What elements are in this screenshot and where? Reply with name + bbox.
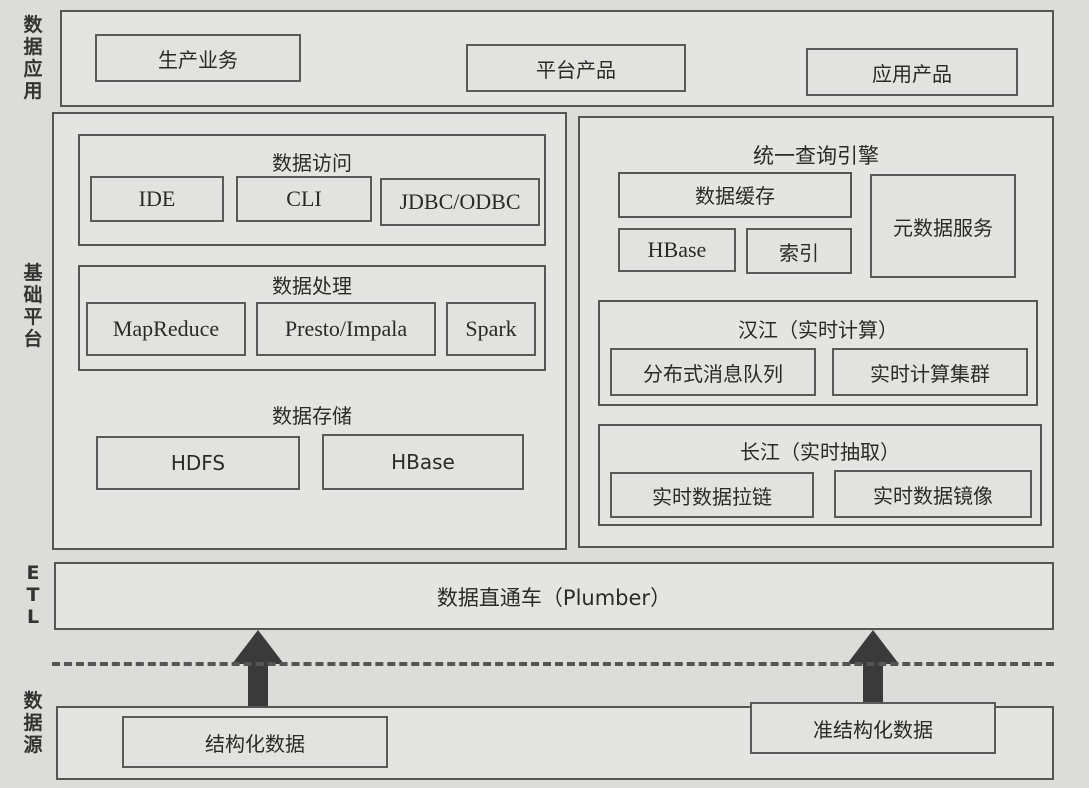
side-label-data-source: 数据源 (23, 690, 43, 756)
storage-hbase-label: HBase (391, 450, 455, 474)
metadata-service: 元数据服务 (870, 174, 1016, 278)
realtime-data-mirror: 实时数据镜像 (834, 470, 1032, 518)
semi-structured-data: 准结构化数据 (750, 702, 996, 754)
data-storage-title: 数据存储 (272, 404, 352, 428)
access-cli-label: CLI (286, 186, 322, 211)
app-platform-products: 平台产品 (466, 44, 686, 92)
data-cache-group (618, 172, 852, 218)
realtime-data-zipper-label: 实时数据拉链 (652, 484, 772, 509)
data-cache-title: 数据缓存 (695, 184, 775, 208)
query-engine-title: 统一查询引擎 (753, 144, 879, 168)
access-ide-label: IDE (138, 186, 176, 211)
access-cli: CLI (236, 176, 372, 222)
structured-data: 结构化数据 (122, 716, 388, 768)
cache-index: 索引 (746, 228, 852, 274)
processing-spark-label: Spark (465, 316, 517, 341)
etl-layer (54, 562, 1054, 630)
hanjiang-title: 汉江（实时计算） (738, 318, 898, 342)
cache-index-label: 索引 (779, 240, 819, 265)
storage-hbase: HBase (322, 434, 524, 490)
processing-presto-impala: Presto/Impala (256, 302, 436, 356)
processing-mapreduce: MapReduce (86, 302, 246, 356)
access-jdbc-odbc-label: JDBC/ODBC (399, 189, 521, 214)
etl-label: 数据直通车（Plumber） (436, 586, 672, 610)
access-ide: IDE (90, 176, 224, 222)
cache-hbase-label: HBase (647, 237, 707, 262)
arrow-up-left-icon (232, 630, 284, 712)
structured-data-label: 结构化数据 (205, 731, 305, 756)
processing-presto-impala-label: Presto/Impala (284, 316, 408, 341)
app-platform-products-label: 平台产品 (536, 57, 616, 82)
changjiang-title: 长江（实时抽取） (740, 440, 900, 464)
distributed-message-queue-label: 分布式消息队列 (643, 361, 783, 386)
access-jdbc-odbc: JDBC/ODBC (380, 178, 540, 226)
side-label-etl: ETL (26, 562, 40, 628)
semi-structured-data-label: 准结构化数据 (813, 717, 933, 742)
realtime-data-zipper: 实时数据拉链 (610, 472, 814, 518)
arrow-up-right-icon (847, 630, 899, 702)
metadata-service-label: 元数据服务 (893, 215, 993, 240)
layer-separator-dashed (52, 662, 1054, 666)
app-application-products-label: 应用产品 (872, 61, 952, 86)
storage-hdfs: HDFS (96, 436, 300, 490)
storage-hdfs-label: HDFS (170, 451, 226, 475)
app-application-products: 应用产品 (806, 48, 1018, 96)
realtime-compute-cluster-label: 实时计算集群 (870, 361, 990, 386)
realtime-data-mirror-label: 实时数据镜像 (873, 483, 993, 508)
processing-mapreduce-label: MapReduce (112, 316, 220, 341)
realtime-compute-cluster: 实时计算集群 (832, 348, 1028, 396)
distributed-message-queue: 分布式消息队列 (610, 348, 816, 396)
app-production-label: 生产业务 (158, 47, 238, 72)
data-access-title: 数据访问 (272, 151, 352, 175)
app-production: 生产业务 (95, 34, 301, 82)
side-label-base-platform: 基础平台 (23, 262, 43, 350)
side-label-data-apps: 数据应用 (23, 14, 43, 102)
data-processing-title: 数据处理 (272, 274, 352, 298)
processing-spark: Spark (446, 302, 536, 356)
cache-hbase: HBase (618, 228, 736, 272)
